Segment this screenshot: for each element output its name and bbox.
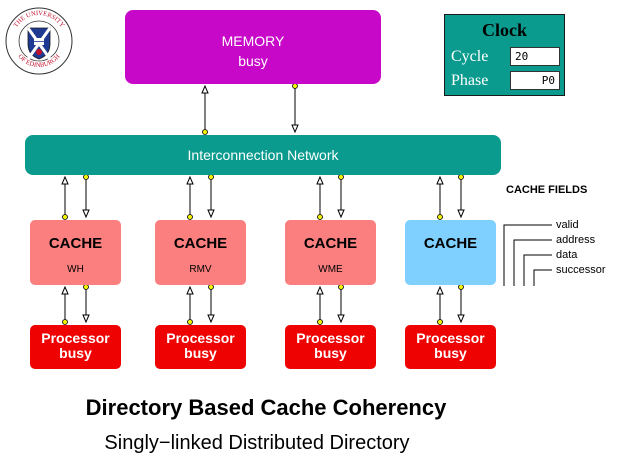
cache-label: CACHE	[173, 235, 228, 252]
cache-label: CACHE	[48, 235, 103, 252]
wire-dot-13	[317, 319, 323, 325]
processor-node-3: Processor busy	[285, 325, 376, 369]
processor-status: busy	[314, 345, 347, 361]
processor-node-4: Processor busy	[405, 325, 496, 369]
arrowhead-11	[316, 175, 324, 185]
cache-state: RMV	[189, 264, 212, 275]
phase-field[interactable]: P0	[510, 71, 560, 90]
wire-dot-1	[202, 129, 208, 135]
clock-panel: Clock Cycle 20 Phase P0	[444, 14, 565, 96]
diagram-subtitle: Singly−linked Distributed Directory	[104, 432, 410, 454]
arrowhead-3	[61, 175, 69, 185]
field-bracket-1	[503, 224, 552, 286]
processor-label: Processor	[296, 330, 365, 346]
arrowhead-15	[436, 175, 444, 185]
wire-dot-5	[62, 319, 68, 325]
cache-label: CACHE	[423, 235, 478, 252]
wire-dot-4	[83, 174, 89, 180]
wire-dot-17	[437, 319, 443, 325]
cache-node-3: CACHE WME	[285, 220, 376, 285]
processor-node-2: Processor busy	[155, 325, 246, 369]
processor-status: busy	[184, 345, 217, 361]
clock-title: Clock	[482, 20, 527, 40]
field-bracket-3	[523, 254, 552, 286]
arrowhead-7	[186, 175, 194, 185]
processor-status: busy	[59, 345, 92, 361]
arrowhead-13	[316, 285, 324, 295]
wire-dot-3	[62, 214, 68, 220]
cycle-label: Cycle	[451, 48, 489, 65]
arrowhead-12	[337, 209, 345, 219]
field-bracket-2	[513, 239, 552, 286]
arrowhead-5	[61, 285, 69, 295]
arrowhead-2	[291, 124, 299, 134]
field-data: data	[556, 249, 578, 261]
arrowhead-6	[82, 314, 90, 324]
wire-dot-15	[437, 214, 443, 220]
arrowhead-10	[207, 314, 215, 324]
wire-dot-14	[338, 284, 344, 290]
field-successor: successor	[556, 264, 606, 276]
cache-label: CACHE	[303, 235, 358, 252]
processor-label: Processor	[41, 330, 110, 346]
cycle-field[interactable]: 20	[510, 47, 560, 66]
cache-fields-title: CACHE FIELDS	[506, 184, 588, 196]
wire-dot-9	[187, 319, 193, 325]
wire-dot-8	[208, 174, 214, 180]
processor-label: Processor	[166, 330, 235, 346]
wire-dot-11	[317, 214, 323, 220]
processor-label: Processor	[416, 330, 485, 346]
arrowhead-16	[457, 209, 465, 219]
arrowhead-14	[337, 314, 345, 324]
arrowhead-17	[436, 285, 444, 295]
arrowhead-4	[82, 209, 90, 219]
wire-dot-18	[458, 284, 464, 290]
cache-state: WME	[318, 264, 343, 275]
network-label: Interconnection Network	[187, 147, 339, 163]
cache-node-1: CACHE WH	[30, 220, 121, 285]
cache-node-2: CACHE RMV	[155, 220, 246, 285]
memory-title: MEMORY	[221, 33, 285, 49]
phase-label: Phase	[451, 72, 489, 89]
field-bracket-4	[533, 269, 552, 286]
wire-dot-2	[292, 83, 298, 89]
wire-dot-16	[458, 174, 464, 180]
wire-dot-10	[208, 284, 214, 290]
arrowhead-18	[457, 314, 465, 324]
wire-dot-7	[187, 214, 193, 220]
processor-status: busy	[434, 345, 467, 361]
university-crest-logo: THE UNIVERSITY OF EDINBURGH	[5, 7, 73, 75]
interconnection-network: Interconnection Network	[25, 135, 501, 175]
memory-block: MEMORY busy	[125, 10, 381, 84]
cache-state: WH	[67, 264, 84, 275]
diagram-title: Directory Based Cache Coherency	[85, 395, 447, 420]
arrowhead-1	[201, 84, 209, 94]
field-address: address	[556, 234, 596, 246]
field-valid: valid	[556, 219, 579, 231]
arrowhead-8	[207, 209, 215, 219]
wire-dot-12	[338, 174, 344, 180]
processor-node-1: Processor busy	[30, 325, 121, 369]
wire-dot-6	[83, 284, 89, 290]
memory-status: busy	[238, 53, 268, 69]
arrowhead-9	[186, 285, 194, 295]
cache-node-4: CACHE	[405, 220, 496, 285]
